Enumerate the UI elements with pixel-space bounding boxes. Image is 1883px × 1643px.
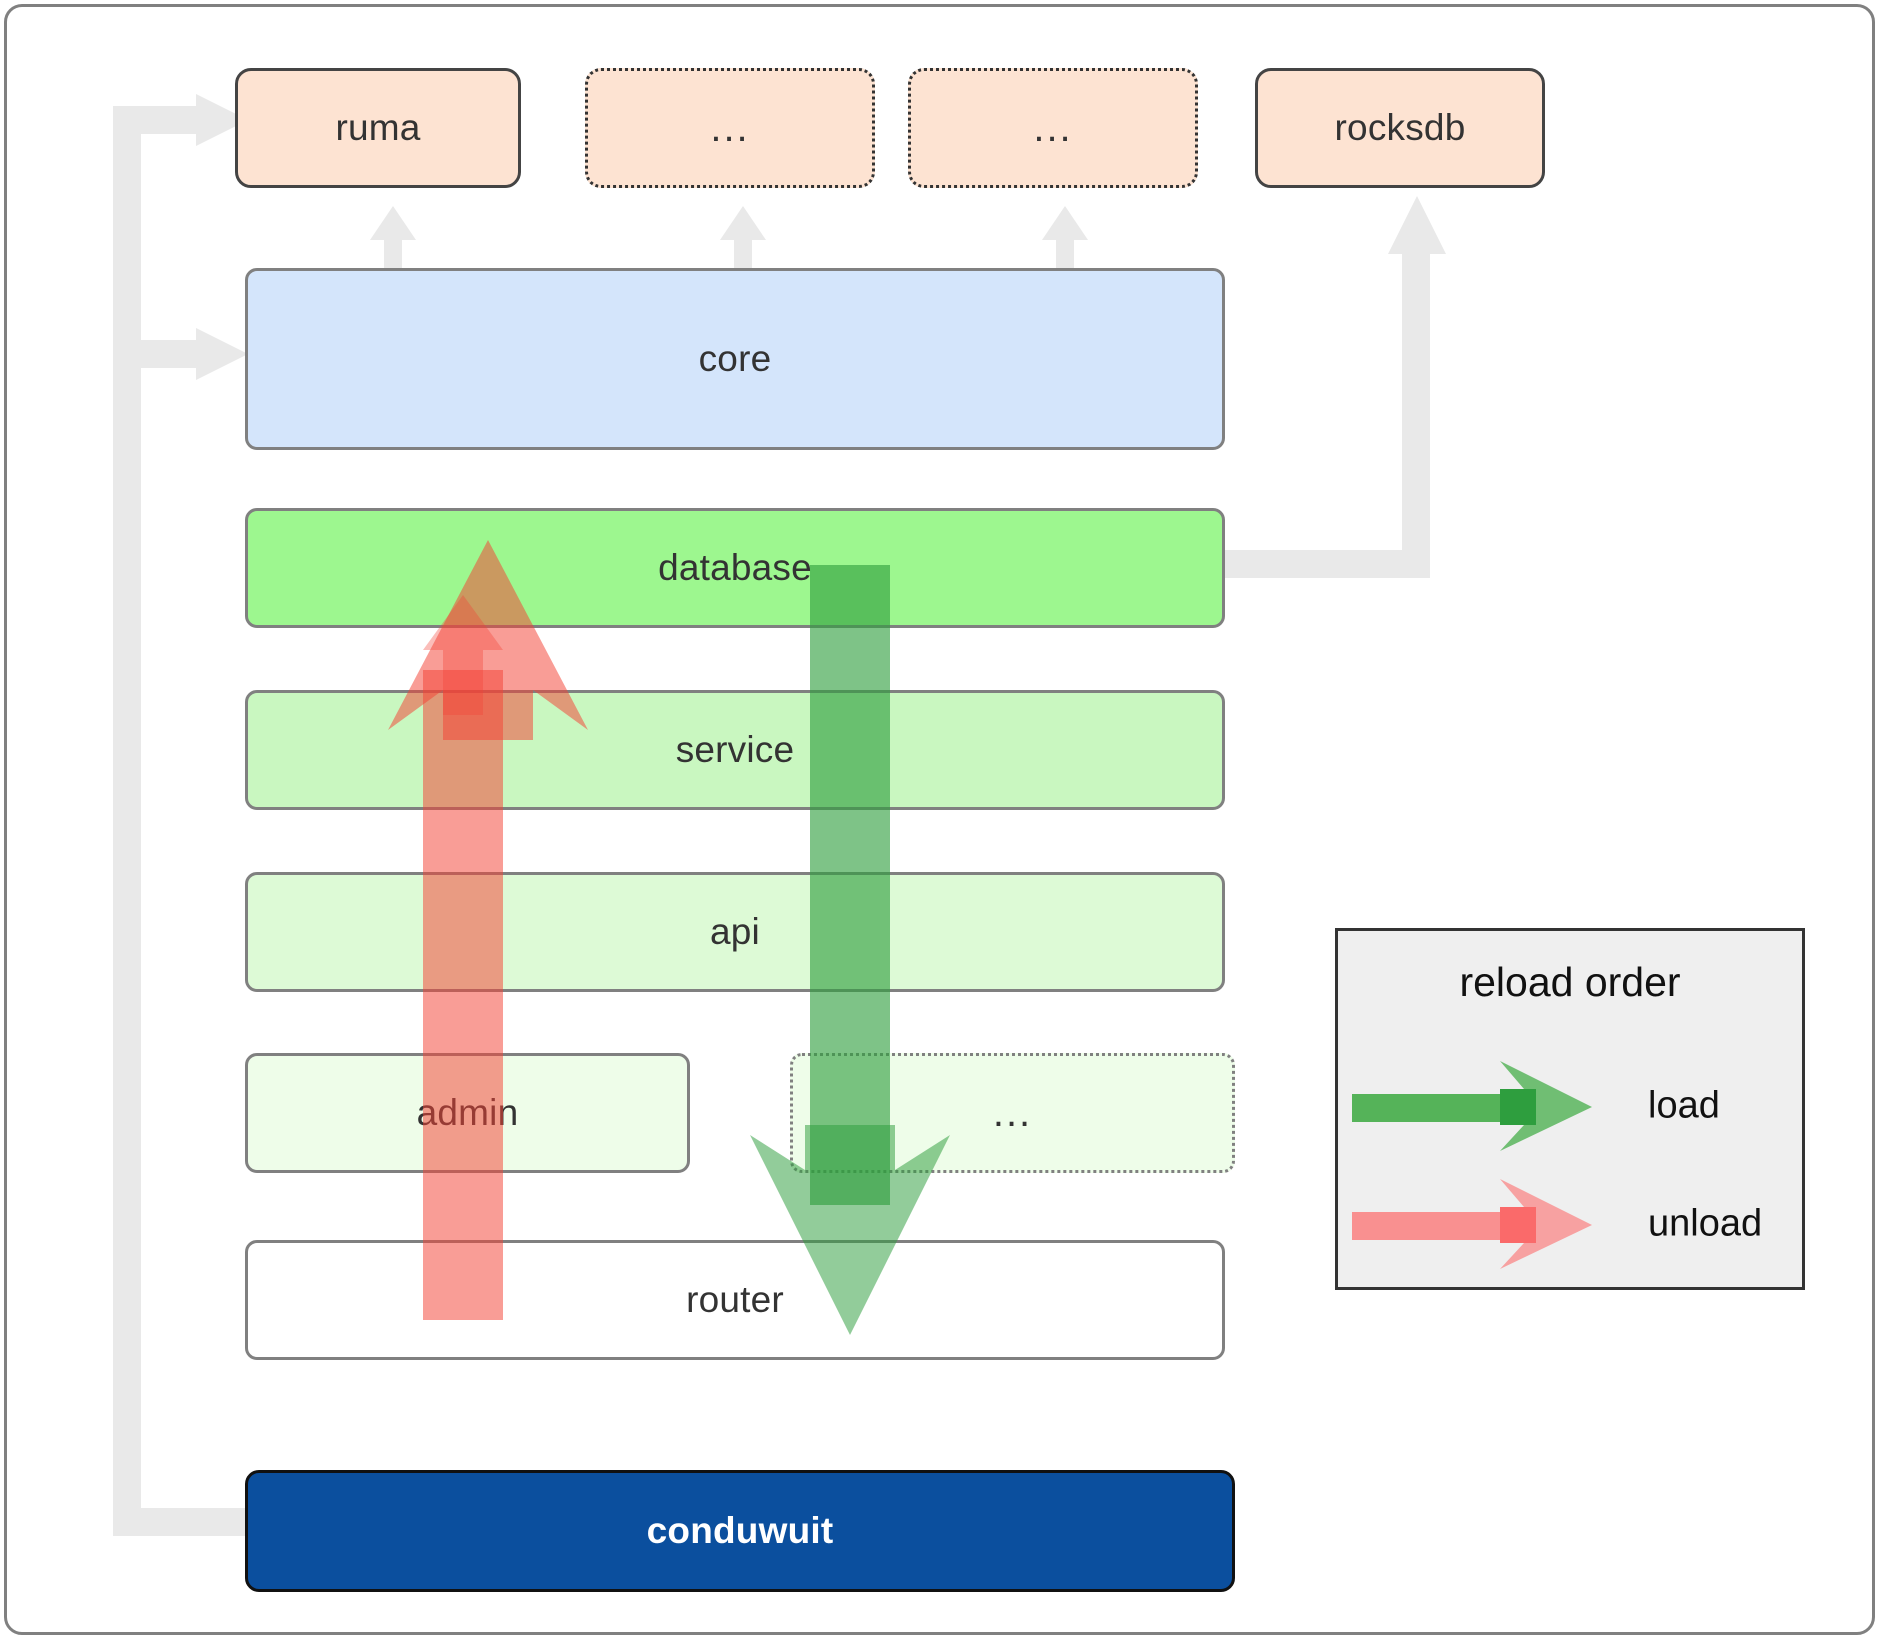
connector-database-to-rocksdb-horizontal: [1222, 550, 1430, 578]
connector-core-to-dep-ellipsis-2: [1042, 206, 1088, 276]
legend-label-load: load: [1648, 1084, 1720, 1127]
layer-box-service[interactable]: service: [245, 690, 1225, 810]
connector-core-to-ruma: [370, 206, 416, 276]
dependency-label-rocksdb: rocksdb: [1334, 107, 1466, 148]
dependency-label-ellipsis-2: ...: [1033, 106, 1073, 150]
legend-title: reload order: [1459, 959, 1681, 1005]
dependency-box-ruma[interactable]: ruma: [235, 68, 521, 188]
connector-database-to-rocksdb-vertical: [1402, 252, 1430, 560]
connector-trunk-to-app: [113, 1508, 258, 1536]
layer-box-router[interactable]: router: [245, 1240, 1225, 1360]
layer-label-router: router: [686, 1279, 784, 1320]
connector-arrowhead-core: [196, 328, 248, 380]
layer-label-api: api: [710, 911, 760, 952]
dependency-label-ruma: ruma: [335, 107, 421, 148]
application-label-conduwuit: conduwuit: [646, 1510, 834, 1551]
legend-panel: reload order load unload: [1335, 928, 1805, 1290]
dependency-label-ellipsis-1: ...: [710, 106, 750, 150]
connector-arrowhead-rocksdb: [1388, 196, 1446, 254]
legend-label-unload: unload: [1648, 1202, 1763, 1245]
layer-box-admin[interactable]: admin: [245, 1053, 690, 1173]
core-box[interactable]: core: [245, 268, 1225, 450]
diagram-outer-frame: [4, 4, 1875, 1635]
legend-row-load: load: [1338, 1061, 1802, 1151]
load-arrow-icon: [1352, 1061, 1592, 1151]
dependency-box-rocksdb[interactable]: rocksdb: [1255, 68, 1545, 188]
application-box-conduwuit[interactable]: conduwuit: [245, 1470, 1235, 1592]
layer-label-admin: admin: [416, 1092, 519, 1133]
layer-label-service: service: [675, 729, 795, 770]
layer-label-ellipsis: ...: [992, 1091, 1033, 1135]
layer-box-api[interactable]: api: [245, 872, 1225, 992]
layer-box-ellipsis[interactable]: ...: [790, 1053, 1235, 1173]
unload-arrow-icon: [1352, 1179, 1592, 1269]
legend-row-unload: unload: [1338, 1179, 1802, 1269]
connector-arrowhead-ruma: [196, 94, 248, 146]
dependency-box-ellipsis-1[interactable]: ...: [585, 68, 875, 188]
layer-box-database[interactable]: database: [245, 508, 1225, 628]
layer-label-database: database: [658, 547, 812, 588]
connector-core-to-dep-ellipsis-1: [720, 206, 766, 276]
dependency-box-ellipsis-2[interactable]: ...: [908, 68, 1198, 188]
core-label: core: [698, 338, 772, 379]
